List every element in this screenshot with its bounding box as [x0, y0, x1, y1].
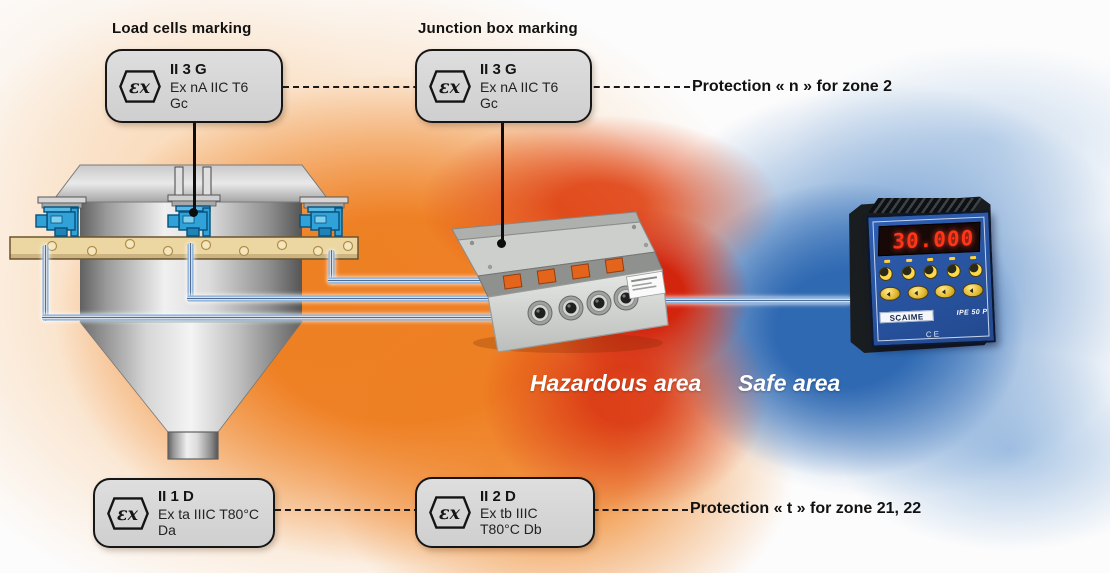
cable-center-cell-horizontal [187, 295, 520, 302]
marking-code: II 1 D [158, 488, 194, 506]
hopper-outlet [167, 431, 219, 460]
pointer-dot-junction-box [497, 239, 506, 248]
indicator-round-buttons [878, 262, 983, 282]
pointer-line-load-cells [193, 120, 196, 212]
svg-text:εx: εx [439, 77, 461, 97]
weighing-indicator: 30.000 SCAIME IPE 50 P CE [843, 195, 996, 353]
protection-note-zone21-22: Protection « t » for zone 21, 22 [690, 500, 922, 517]
terminal-blocks [502, 257, 625, 290]
marking-box-junction-box-gas: εx II 3 G Ex nA IIC T6 Gc [415, 49, 592, 123]
marking-code: II 2 D [480, 487, 516, 505]
ex-atex-icon: εx [107, 496, 149, 530]
svg-text:εx: εx [439, 504, 461, 524]
junction-box-label [626, 270, 666, 300]
marking-code: II 3 G [480, 61, 517, 79]
cable-center-cell-vertical [187, 243, 194, 301]
cable-left-cell-horizontal [42, 314, 520, 321]
ex-atex-icon: εx [429, 496, 471, 529]
hopper-with-load-cells-illustration [9, 164, 359, 460]
ce-mark: CE [925, 329, 942, 340]
marking-box-junction-box-dust: εx II 2 D Ex tb IIIC T80°C Db [415, 477, 595, 548]
safe-area-label: Safe area [738, 370, 841, 396]
indicator-front-panel: 30.000 SCAIME IPE 50 P CE [866, 210, 996, 348]
marking-box-load-cells-gas: εx II 3 G Ex nA IIC T6 Gc [105, 49, 283, 123]
junction-box-marking-title: Junction box marking [418, 20, 578, 37]
junction-box-illustration [451, 211, 669, 353]
marking-detail: Ex ta IIIC T80°C Da [158, 505, 260, 538]
load-cell-right [299, 196, 349, 237]
cable-glands [527, 285, 639, 326]
marking-detail: Ex tb IIIC T80°C Db [480, 505, 542, 538]
marking-detail: Ex nA IIC T6 Gc [480, 78, 559, 111]
marking-code: II 3 G [170, 61, 207, 79]
load-cell-left [35, 196, 87, 237]
cable-junction-to-indicator [640, 297, 852, 304]
pointer-line-junction-box [501, 120, 504, 243]
weight-display: 30.000 [877, 221, 981, 257]
marking-box-load-cells-dust: εx II 1 D Ex ta IIIC T80°C Da [93, 478, 275, 548]
hazardous-area-label: Hazardous area [530, 370, 702, 396]
marking-detail: Ex nA IIC T6 Gc [170, 78, 249, 111]
cable-right-cell-vertical [328, 250, 335, 282]
model-label: IPE 50 P [956, 308, 988, 317]
ex-atex-icon: εx [119, 69, 161, 103]
svg-text:εx: εx [117, 504, 139, 524]
indicator-function-buttons [879, 282, 984, 302]
cable-right-cell-horizontal [328, 277, 520, 284]
ex-atex-icon: εx [429, 69, 471, 103]
brand-label: SCAIME [879, 309, 934, 324]
pointer-dot-load-cells [189, 208, 198, 217]
support-beam [9, 236, 359, 260]
load-cells-marking-title: Load cells marking [112, 20, 252, 37]
cable-left-cell-vertical [42, 245, 49, 321]
status-led-row [884, 256, 977, 264]
hopper-cone [79, 321, 303, 433]
protection-note-zone2: Protection « n » for zone 2 [692, 78, 893, 95]
svg-text:εx: εx [129, 77, 151, 97]
